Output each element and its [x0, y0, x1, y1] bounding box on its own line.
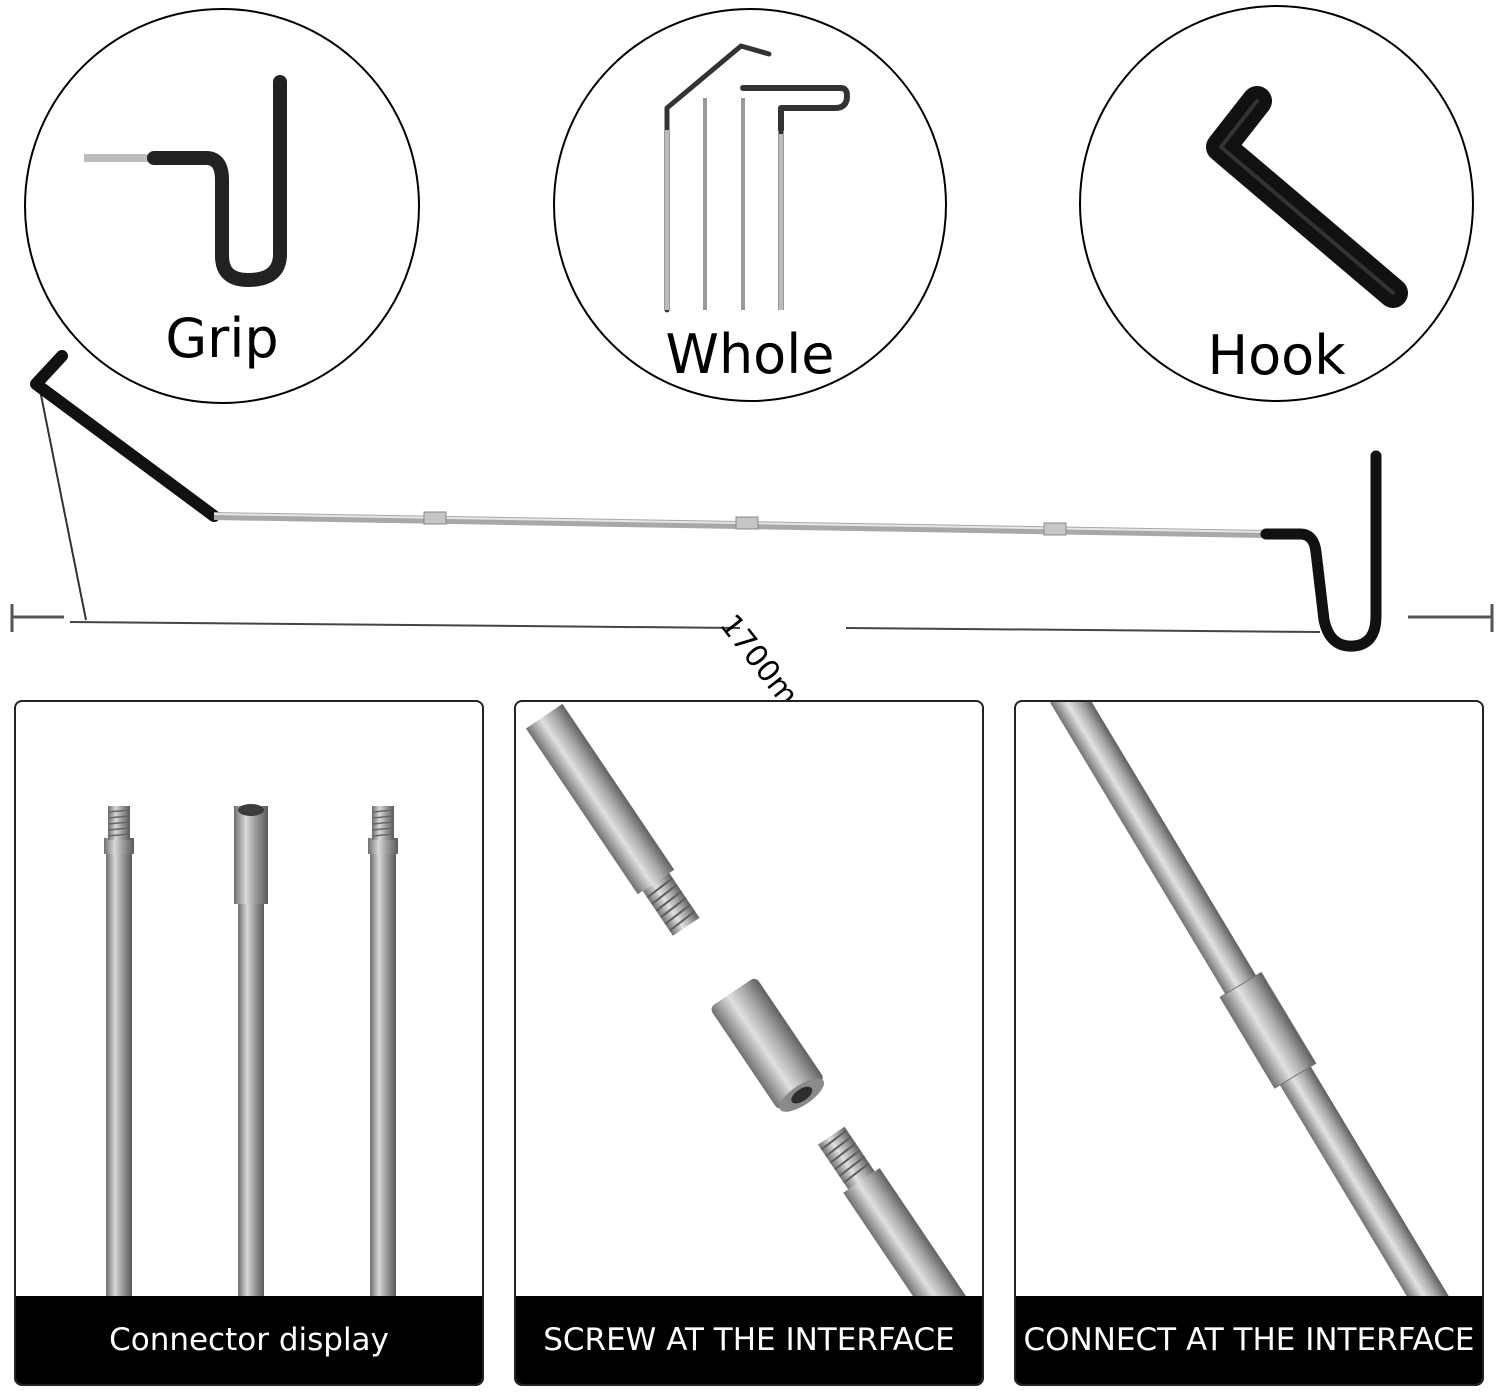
screw-interface-panel: SCREW AT THE INTERFACE [514, 700, 984, 1386]
grip-illustration [84, 75, 287, 287]
grip-label: Grip [165, 307, 279, 370]
screw-parts-illustration [525, 703, 982, 1302]
connect-interface-panel: CONNECT AT THE INTERFACE [1014, 700, 1484, 1386]
hook-illustration [1206, 86, 1408, 308]
full-rod-illustration [10, 350, 1494, 652]
hook-label: Hook [1207, 324, 1346, 387]
connector-display-panel: Connector display [14, 700, 484, 1386]
whole-detail-circle: Whole [553, 8, 947, 402]
whole-label: Whole [665, 323, 835, 386]
connect-interface-caption: CONNECT AT THE INTERFACE [1016, 1296, 1482, 1384]
connector-rods-illustration [104, 804, 398, 1302]
hook-detail-circle: Hook [1079, 5, 1474, 402]
screw-interface-caption: SCREW AT THE INTERFACE [516, 1296, 982, 1384]
connected-rod-illustration [1050, 702, 1452, 1302]
grip-detail-circle: Grip [24, 8, 420, 404]
whole-illustration [664, 43, 850, 313]
connector-display-caption: Connector display [16, 1296, 482, 1384]
